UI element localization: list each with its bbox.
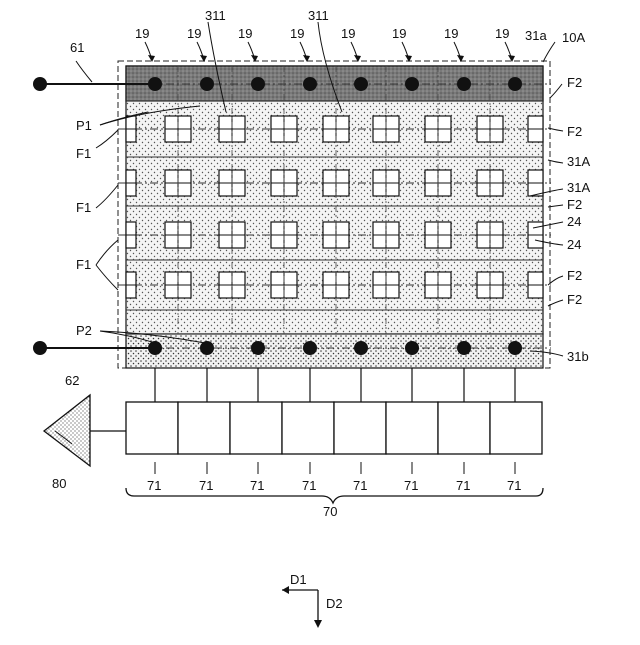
top-node: [251, 77, 265, 91]
label-71: 71: [250, 478, 264, 493]
label-31A-1: 31A: [567, 154, 590, 169]
circuit-boxes-70: 71 71 71 71 71 71 71 71: [126, 402, 542, 493]
bottom-node: [457, 341, 471, 355]
top-node: [405, 77, 419, 91]
label-31a: 31a: [525, 28, 547, 43]
arrows-19: 19 19 19 19 19 19 19 19: [135, 26, 515, 62]
top-node: [457, 77, 471, 91]
top-node: [303, 77, 317, 91]
label-19: 19: [495, 26, 509, 41]
bottom-node: [303, 341, 317, 355]
label-19: 19: [187, 26, 201, 41]
label-70: 70: [323, 504, 337, 519]
direction-indicator: [282, 586, 322, 628]
label-10A: 10A: [562, 30, 585, 45]
circuit-box-71: [178, 402, 230, 454]
label-71: 71: [456, 478, 470, 493]
top-node: [508, 77, 522, 91]
label-P2: P2: [76, 323, 92, 338]
label-19: 19: [444, 26, 458, 41]
label-71: 71: [199, 478, 213, 493]
label-80: 80: [52, 476, 66, 491]
terminal-62: [33, 341, 47, 355]
label-311-a: 311: [205, 8, 226, 23]
bottom-node: [200, 341, 214, 355]
bottom-node: [354, 341, 368, 355]
label-19: 19: [238, 26, 252, 41]
top-wiring-31a: [126, 66, 543, 101]
bottom-node: [251, 341, 265, 355]
circuit-box-71: [386, 402, 438, 454]
top-node: [200, 77, 214, 91]
label-61: 61: [70, 40, 84, 55]
label-F2-4: F2: [567, 268, 582, 283]
top-node: [354, 77, 368, 91]
label-31A-2: 31A: [567, 180, 590, 195]
label-71: 71: [147, 478, 161, 493]
label-19: 19: [341, 26, 355, 41]
label-19: 19: [290, 26, 304, 41]
circuit-box-71: [282, 402, 334, 454]
label-D2: D2: [326, 596, 343, 611]
label-311-b: 311: [308, 8, 329, 23]
circuit-box-71: [490, 402, 542, 454]
bottom-node: [508, 341, 522, 355]
label-P1: P1: [76, 118, 92, 133]
label-F1-3: F1: [76, 257, 91, 272]
label-F2-3: F2: [567, 197, 582, 212]
label-19: 19: [135, 26, 149, 41]
label-71: 71: [353, 478, 367, 493]
circuit-box-71: [438, 402, 490, 454]
label-24-1: 24: [567, 214, 581, 229]
bottom-wiring-31b: [126, 334, 543, 368]
label-31b: 31b: [567, 349, 589, 364]
label-D1: D1: [290, 572, 307, 587]
brace-70: [126, 488, 543, 503]
circuit-box-71: [334, 402, 386, 454]
label-62: 62: [65, 373, 79, 388]
label-F2-5: F2: [567, 292, 582, 307]
label-71: 71: [507, 478, 521, 493]
label-71: 71: [404, 478, 418, 493]
amplifier-80: [44, 395, 90, 466]
label-F1-2: F1: [76, 200, 91, 215]
bottom-node: [405, 341, 419, 355]
label-F1-1: F1: [76, 146, 91, 161]
label-F2-1: F2: [567, 75, 582, 90]
circuit-box-71: [126, 402, 178, 454]
terminal-61: [33, 77, 47, 91]
circuit-box-71: [230, 402, 282, 454]
label-19: 19: [392, 26, 406, 41]
label-24-2: 24: [567, 237, 581, 252]
label-F2-2: F2: [567, 124, 582, 139]
label-71: 71: [302, 478, 316, 493]
connection-lines: [155, 368, 515, 402]
